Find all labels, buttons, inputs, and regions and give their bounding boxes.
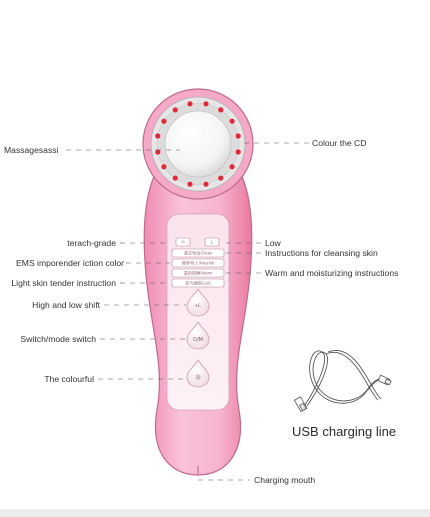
h-key: H xyxy=(181,240,184,245)
label-massage: Massagesassi xyxy=(4,145,59,155)
led-dot xyxy=(229,164,235,170)
h-key-box xyxy=(175,237,191,247)
panel-row-4: 彩光嫩肤/Led xyxy=(186,280,212,287)
colourful-light-button[interactable] xyxy=(186,359,210,388)
panel-row-3-box xyxy=(171,268,225,278)
l-key: L xyxy=(211,240,214,245)
label-low: Low xyxy=(265,238,281,248)
label-colourful: The colourful xyxy=(44,374,94,384)
l-key-box xyxy=(204,237,220,247)
panel-row-1-box xyxy=(171,248,225,258)
panel-row-4-box xyxy=(171,278,225,288)
led-dot xyxy=(187,181,193,187)
label-cleansing: Instructions for cleansing skin xyxy=(265,248,378,258)
led-dot xyxy=(161,164,167,170)
shift-button[interactable] xyxy=(186,288,210,317)
led-dot xyxy=(229,118,235,124)
light-icon: ☼ xyxy=(194,373,201,382)
led-dot xyxy=(187,101,193,107)
shift-button-label: +/- xyxy=(195,304,201,310)
led-dot xyxy=(235,133,241,139)
led-dot xyxy=(235,149,241,155)
label-warm: Warm and moisturizing instructions xyxy=(265,268,399,278)
leader-lines xyxy=(66,142,310,481)
label-switch: Switch/mode switch xyxy=(20,334,96,344)
led-dot xyxy=(203,101,209,107)
panel-row-2-box xyxy=(171,258,225,268)
usb-caption: USB charging line xyxy=(292,424,397,439)
panel-row-2: 营养导入/Nourish xyxy=(182,260,215,267)
led-dot xyxy=(218,175,224,181)
led-dot xyxy=(161,118,167,124)
led-dot xyxy=(172,175,178,181)
label-grade: terach-grade xyxy=(67,238,116,248)
led-dot xyxy=(218,107,224,113)
panel-row-1: 清洁导出/Clean xyxy=(184,250,214,257)
power-mode-button-label: ⏻/M xyxy=(193,337,203,343)
label-charging-mouth: Charging mouth xyxy=(254,475,316,485)
led-dot xyxy=(172,107,178,113)
label-ems: EMS imporender iction color xyxy=(16,258,124,268)
usb-plug-a xyxy=(293,396,308,413)
label-colour-cd: Colour the CD xyxy=(312,138,367,148)
colour-cd-disc xyxy=(164,110,232,178)
label-light-skin: Light skin tender instruction xyxy=(11,278,116,288)
usb-cable xyxy=(304,350,388,407)
usb-plug-b xyxy=(377,374,392,386)
led-dot xyxy=(203,181,209,187)
label-shift: High and low shift xyxy=(32,300,100,310)
led-dot xyxy=(155,133,161,139)
panel-row-3: 温热按摩/Warm xyxy=(184,270,213,277)
power-mode-button[interactable] xyxy=(186,321,210,350)
bottom-strip xyxy=(0,509,430,517)
led-dots xyxy=(155,101,241,187)
led-dot xyxy=(155,149,161,155)
